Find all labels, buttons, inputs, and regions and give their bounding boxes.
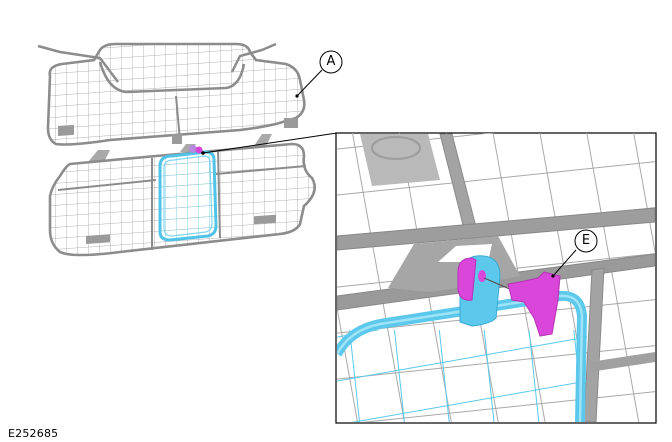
figure-id: E252685: [8, 427, 59, 440]
overview-knob: [189, 145, 203, 154]
upper-net-panel: [37, 42, 306, 146]
detail-inset: [335, 132, 657, 424]
center-hatch-highlight: [158, 150, 218, 242]
callout-e-label: E: [581, 233, 591, 248]
callout-a-label: A: [326, 54, 336, 69]
callout-a-circle: [319, 50, 343, 74]
callout-e-circle: [574, 229, 598, 253]
callout-leaders: [201, 69, 338, 155]
